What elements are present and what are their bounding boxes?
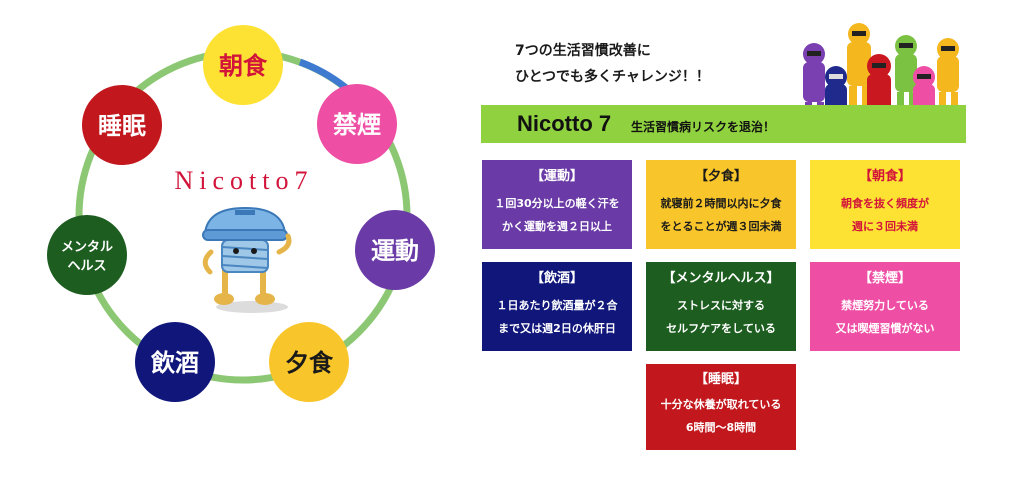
intro-line-1: 7つの生活習慣改善に — [515, 43, 651, 59]
svg-text:朝食: 朝食 — [219, 52, 268, 80]
card-drinking-title: 【飲酒】 — [530, 271, 583, 286]
card-exercise-title: 【運動】 — [530, 169, 583, 184]
wheel-node-smoking: 禁煙 — [317, 84, 397, 164]
wheel-node-sleep: 睡眠 — [82, 85, 162, 165]
card-breakfast-title: 【朝食】 — [858, 169, 911, 184]
svg-text:運動: 運動 — [371, 237, 419, 265]
svg-text:夕食: 夕食 — [285, 349, 334, 377]
card-breakfast-line-1: 朝食を抜く頻度が — [841, 197, 929, 210]
card-exercise-line-2: かく運動を週２日以上 — [502, 220, 612, 233]
card-breakfast: 【朝食】 朝食を抜く頻度が 週に３回未満 — [810, 160, 960, 249]
card-drinking: 【飲酒】 １日あたり飲酒量が２合 まで又は週2日の休肝日 — [482, 262, 632, 351]
card-smoking-line-2: 又は喫煙習慣がない — [835, 322, 935, 335]
card-sleep-line-2: 6時間～8時間 — [685, 421, 757, 434]
svg-text:睡眠: 睡眠 — [98, 112, 146, 140]
card-drinking-line-2: まで又は週2日の休肝日 — [498, 322, 616, 335]
svg-text:飲酒: 飲酒 — [150, 349, 199, 377]
card-mental-line-1: ストレスに対する — [677, 299, 765, 312]
card-smoking: 【禁煙】 禁煙努力している 又は喫煙習慣がない — [810, 262, 960, 351]
card-dinner-line-1: 就寝前２時間以内に夕食 — [660, 197, 782, 210]
card-smoking-title: 【禁煙】 — [858, 271, 911, 286]
wheel-node-drinking: 飲酒 — [135, 322, 215, 402]
wheel-node-breakfast: 朝食 — [203, 25, 283, 105]
card-dinner: 【夕食】 就寝前２時間以内に夕食 をとることが週３回未満 — [646, 160, 796, 249]
card-sleep-title: 【睡眠】 — [694, 372, 747, 387]
card-exercise-line-1: １回30分以上の軽く汗を — [494, 197, 620, 210]
card-mental-line-2: セルフケアをしている — [666, 322, 776, 335]
card-drinking-line-1: １日あたり飲酒量が２合 — [496, 299, 618, 312]
wheel-node-exercise: 運動 — [355, 210, 435, 290]
card-mental-title: 【メンタルヘルス】 — [662, 271, 780, 286]
intro-text: 7つの生活習慣改善に ひとつでも多くチャレンジ！！ — [515, 38, 710, 90]
card-breakfast-line-2: 週に３回未満 — [852, 220, 918, 233]
screw-mascot-icon — [202, 206, 292, 313]
wheel-center-title: Nicotto7 — [175, 166, 314, 195]
intro-line-2: ひとつでも多くチャレンジ！！ — [515, 69, 710, 85]
svg-text:禁煙: 禁煙 — [333, 111, 381, 139]
banner-subtitle: 生活習慣病リスクを退治！ — [631, 120, 776, 134]
card-dinner-line-2: をとることが週３回未満 — [660, 220, 782, 233]
card-sleep: 【睡眠】 十分な休養が取れている 6時間～8時間 — [646, 364, 796, 450]
card-mental: 【メンタルヘルス】 ストレスに対する セルフケアをしている — [646, 262, 796, 351]
card-smoking-line-1: 禁煙努力している — [841, 299, 929, 312]
card-exercise: 【運動】 １回30分以上の軽く汗を かく運動を週２日以上 — [482, 160, 632, 249]
wheel-node-mental: メンタル ヘルス — [47, 215, 127, 295]
banner-title: Nicotto 7 — [517, 111, 612, 136]
card-dinner-title: 【夕食】 — [694, 169, 747, 184]
svg-text:ヘルス: ヘルス — [67, 259, 106, 274]
card-sleep-line-1: 十分な休養が取れている — [660, 398, 782, 411]
nicotto7-wheel: Nicotto7 朝食 禁煙 運動 夕食 飲酒 — [47, 25, 435, 402]
nicotto7-banner: Nicotto 7 生活習慣病リスクを退治！ — [481, 105, 966, 143]
wheel-node-dinner: 夕食 — [269, 322, 349, 402]
svg-text:メンタル: メンタル — [61, 240, 113, 255]
